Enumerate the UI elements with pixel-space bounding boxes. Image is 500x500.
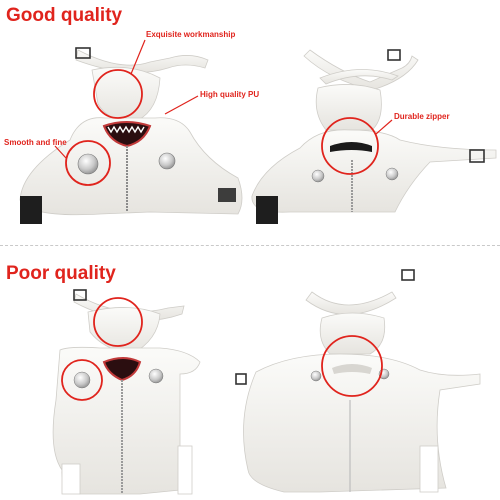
pu-label: High quality PU [200, 90, 260, 99]
good-quality-panel: Good quality [0, 0, 500, 244]
poor-quality-panel: Poor quality [0, 250, 500, 500]
good-quality-heading: Good quality [6, 5, 123, 26]
right-garment-back [251, 49, 497, 224]
poor-workmanship-highlight-circle [93, 297, 143, 347]
zipper-label: Durable zipper [394, 112, 450, 121]
section-divider [0, 245, 500, 246]
poor-quality-heading: Poor quality [6, 263, 116, 284]
right-garment-back-poor [235, 269, 481, 493]
strap-buckle [387, 49, 401, 61]
strap-buckle [75, 47, 91, 59]
left-garment-front [19, 47, 243, 224]
workmanship-highlight-circle [93, 69, 143, 119]
workmanship-label: Exquisite workmanship [146, 30, 236, 39]
smooth-highlight-circle [65, 140, 111, 186]
poor-smooth-highlight-circle [61, 359, 103, 401]
smooth-label: Smooth and fine [4, 138, 67, 147]
left-garment-front-poor [52, 289, 201, 495]
zipper-highlight-circle [321, 117, 379, 175]
good-quality-illustration [19, 39, 497, 224]
poor-zipper-highlight-circle [321, 335, 383, 397]
poor-quality-illustration [52, 269, 481, 495]
